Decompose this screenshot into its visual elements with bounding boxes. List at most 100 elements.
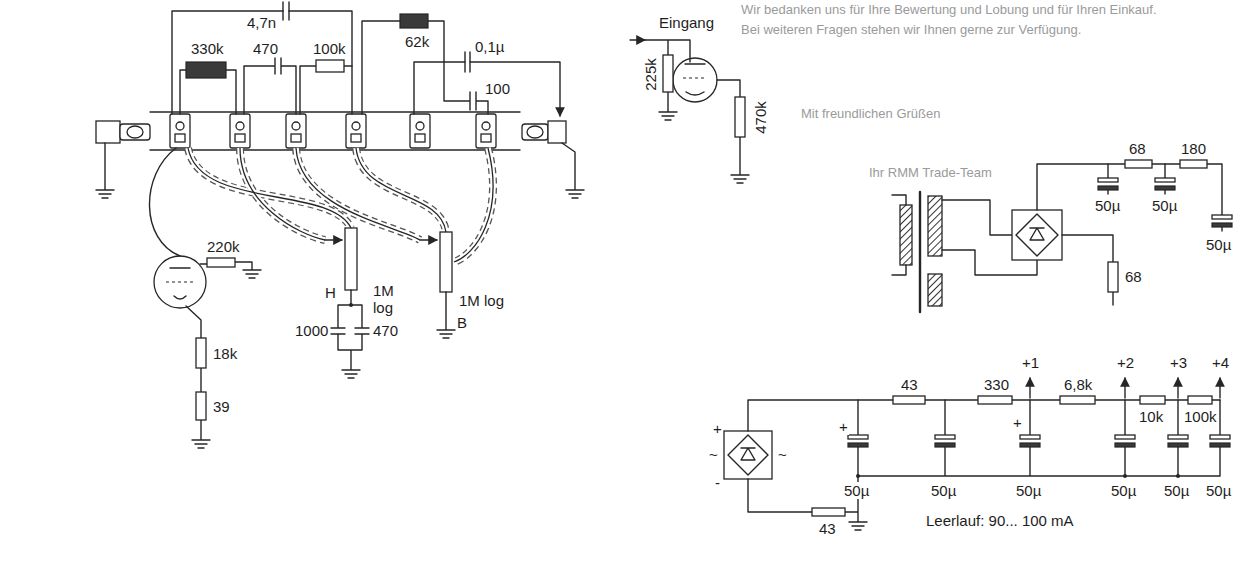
triode-tube: [673, 58, 717, 102]
resistor-value: 470k: [752, 100, 769, 135]
socket-terminal: [476, 114, 496, 148]
filter-chain: [978, 396, 1012, 404]
rca-jack: [548, 121, 566, 143]
shielded-cable: [240, 148, 325, 240]
tone-stack-parts: [316, 60, 344, 72]
triode-tube: [149, 40, 749, 448]
resistor-value: 43: [900, 376, 919, 393]
mains-transformer: [919, 192, 921, 312]
ac-mark: ~: [708, 446, 719, 463]
potentiometer: [325, 228, 455, 338]
rca-jack: [96, 121, 120, 143]
resistor-value: 330: [983, 376, 1010, 393]
shielded-cable: [240, 148, 325, 240]
capacitor-value: 470: [372, 322, 399, 339]
pot-value: 1M log: [458, 292, 505, 309]
socket-terminal: [170, 114, 190, 148]
filter-chain: [848, 443, 868, 447]
socket-terminal: [346, 114, 366, 148]
voltage-tap: +1: [1021, 354, 1040, 371]
polarity-mark: +: [838, 418, 849, 435]
filter-chain: [1155, 186, 1175, 190]
resistor-value: 330k: [190, 40, 225, 57]
socket-terminal: [410, 114, 430, 148]
socket-terminal: [230, 114, 250, 148]
mains-transformer: [900, 205, 912, 265]
voltage-tap: +3: [1169, 354, 1188, 371]
filter-chain: [1020, 443, 1040, 447]
socket-terminal: [416, 122, 424, 130]
rca-jack: [120, 124, 150, 140]
socket-terminal: [235, 134, 245, 142]
filter-chain: [1140, 396, 1165, 404]
filter-chain: [1115, 435, 1135, 439]
resistor-value: 10k: [1138, 408, 1164, 425]
socket-terminal: [175, 134, 185, 142]
socket-terminal: [351, 134, 361, 142]
voltage-tap: +2: [1116, 354, 1135, 371]
rca-jack: [127, 126, 143, 138]
note-text: Leerlauf: 90... 100 mA: [925, 512, 1075, 529]
triode-tube: [207, 258, 235, 267]
pot-name: H: [324, 284, 337, 301]
tone-stack-parts: [465, 52, 470, 72]
filter-chain: [1176, 474, 1180, 478]
filter-chain: [893, 396, 925, 404]
triode-tube: [149, 148, 180, 256]
capacitor-value: 470: [252, 40, 279, 57]
tone-stack-parts: [400, 14, 428, 28]
triode-tube: [186, 306, 210, 448]
resistor-value: 68: [1128, 140, 1147, 157]
resistor-value: 39: [212, 398, 231, 415]
voltage-tap: +4: [1211, 354, 1230, 371]
resistor-value: 68: [1124, 268, 1143, 285]
filter-chain: [1098, 186, 1118, 190]
tone-stack-parts: [414, 62, 560, 116]
capacitor-value: 50µ: [930, 482, 957, 499]
triode-tube: [663, 55, 673, 92]
filter-chain: [1060, 396, 1095, 404]
pot-name: B: [456, 314, 468, 331]
filter-chain: [856, 474, 860, 478]
socket-terminal: [286, 114, 306, 148]
capacitor-value: 1000: [294, 322, 329, 339]
shielded-cable: [454, 148, 493, 262]
triode-tube: [154, 256, 206, 308]
filter-chain: [1123, 474, 1127, 478]
bridge-rectifier: [728, 435, 768, 475]
chassis-strip: [150, 112, 520, 150]
filter-chain: [1212, 215, 1232, 219]
resistor-value: 180: [1180, 140, 1207, 157]
socket-terminal: [170, 114, 496, 148]
capacitor-pair: [331, 290, 369, 378]
capacitor-value: 50µ: [1205, 236, 1232, 253]
tone-stack-parts: [362, 21, 488, 114]
capacitor-pair: [349, 303, 353, 307]
watermark-text: Ihr RMM Trade-Team: [868, 165, 993, 180]
potentiometer: [437, 292, 455, 338]
bridge-rectifier: [1016, 214, 1058, 256]
potentiometer: [440, 232, 452, 292]
filter-chain: [1020, 435, 1040, 439]
resistor-value: 62k: [404, 33, 430, 50]
capacitor-value: 50µ: [1110, 482, 1137, 499]
filter-chain: [1177, 378, 1178, 398]
filter-chain: [848, 435, 868, 439]
watermark-text: Wir bedanken uns für Ihre Bewertung und …: [740, 2, 1158, 17]
triode-tube: [735, 97, 745, 137]
triode-tube: [196, 338, 206, 368]
capacitor-value: 50µ: [1015, 482, 1042, 499]
bridge-rectifier: [724, 431, 772, 479]
socket-terminal: [352, 122, 360, 130]
filter-chain: [1210, 435, 1230, 439]
potentiometer: [325, 239, 342, 240]
filter-chain: [1180, 160, 1207, 168]
filter-chain: [1168, 435, 1188, 439]
filter-chain: [1212, 223, 1232, 227]
capacitor-value: 4,7n: [246, 14, 277, 31]
potentiometer: [345, 228, 357, 290]
pot-value: 1M log: [372, 282, 404, 316]
